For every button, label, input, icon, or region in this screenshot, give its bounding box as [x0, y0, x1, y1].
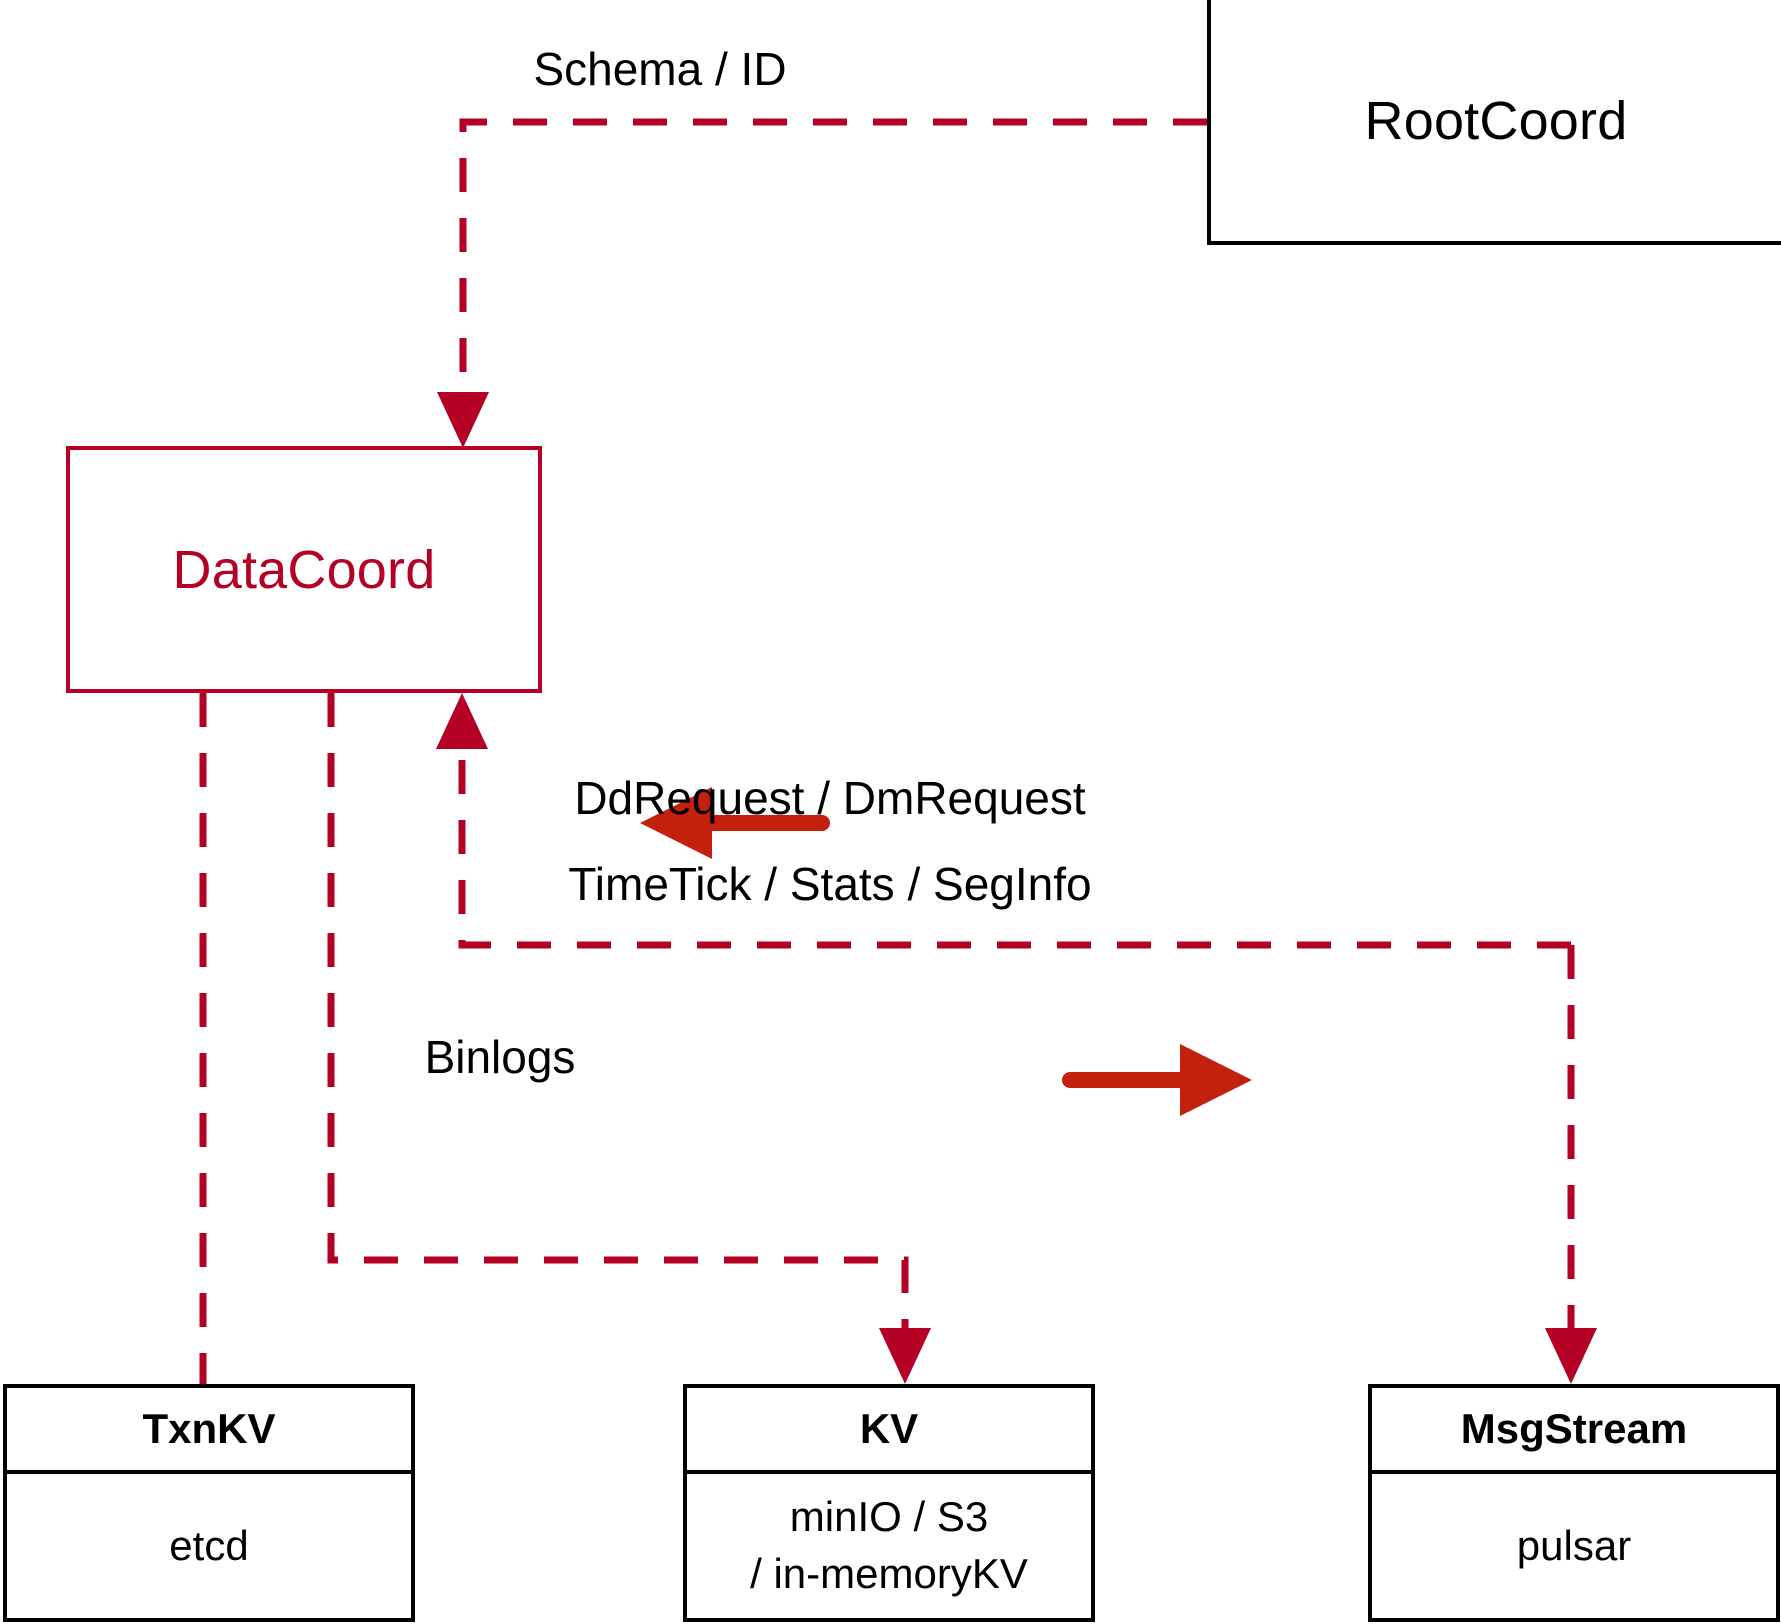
node-txnkv-header: TxnKV — [7, 1388, 411, 1474]
edge-label-binlogs: Binlogs — [424, 1031, 576, 1083]
arrowhead-into-datacoord — [437, 392, 489, 448]
edge-label-timetick-stats-seginfo: TimeTick / Stats / SegInfo — [568, 858, 1092, 910]
edge-msgstream-to-datacoord — [436, 693, 1571, 949]
edge-label-schema-id: Schema / ID — [533, 43, 787, 95]
node-kv-header: KV — [687, 1388, 1091, 1474]
node-rootcoord-label: RootCoord — [1364, 90, 1628, 151]
arrowhead-into-kv — [879, 1328, 931, 1384]
node-kv-line-2: / in-memoryKV — [750, 1550, 1028, 1597]
node-txnkv[interactable]: TxnKV etcd — [3, 1384, 415, 1622]
edge-label-dd-dm-request: DdRequest / DmRequest — [574, 772, 1086, 824]
node-txnkv-body: etcd — [7, 1474, 411, 1618]
node-msgstream-header: MsgStream — [1372, 1388, 1776, 1474]
edge-datacoord-to-kv — [327, 693, 931, 1384]
edge-datacoord-to-msgstream — [1545, 945, 1597, 1384]
inbound-flow-arrow — [640, 787, 830, 859]
node-kv-body: minIO / S3 / in-memoryKV — [687, 1474, 1091, 1618]
node-msgstream[interactable]: MsgStream pulsar — [1368, 1384, 1780, 1622]
node-kv-line-1: minIO / S3 — [789, 1493, 989, 1541]
node-kv[interactable]: KV minIO / S3 / in-memoryKV — [683, 1384, 1095, 1622]
node-datacoord[interactable]: DataCoord — [66, 446, 542, 693]
node-txnkv-line-1: etcd — [169, 1521, 249, 1569]
arrowhead-into-msgstream — [1545, 1328, 1597, 1384]
edge-rootcoord-to-datacoord — [437, 118, 1207, 448]
node-msgstream-body: pulsar — [1372, 1474, 1776, 1618]
outbound-flow-arrow — [1062, 1044, 1252, 1116]
node-datacoord-label: DataCoord — [172, 539, 436, 600]
arrowhead-into-datacoord-bottom — [436, 693, 488, 749]
node-rootcoord[interactable]: RootCoord — [1207, 0, 1781, 245]
node-msgstream-line-1: pulsar — [1516, 1521, 1632, 1569]
